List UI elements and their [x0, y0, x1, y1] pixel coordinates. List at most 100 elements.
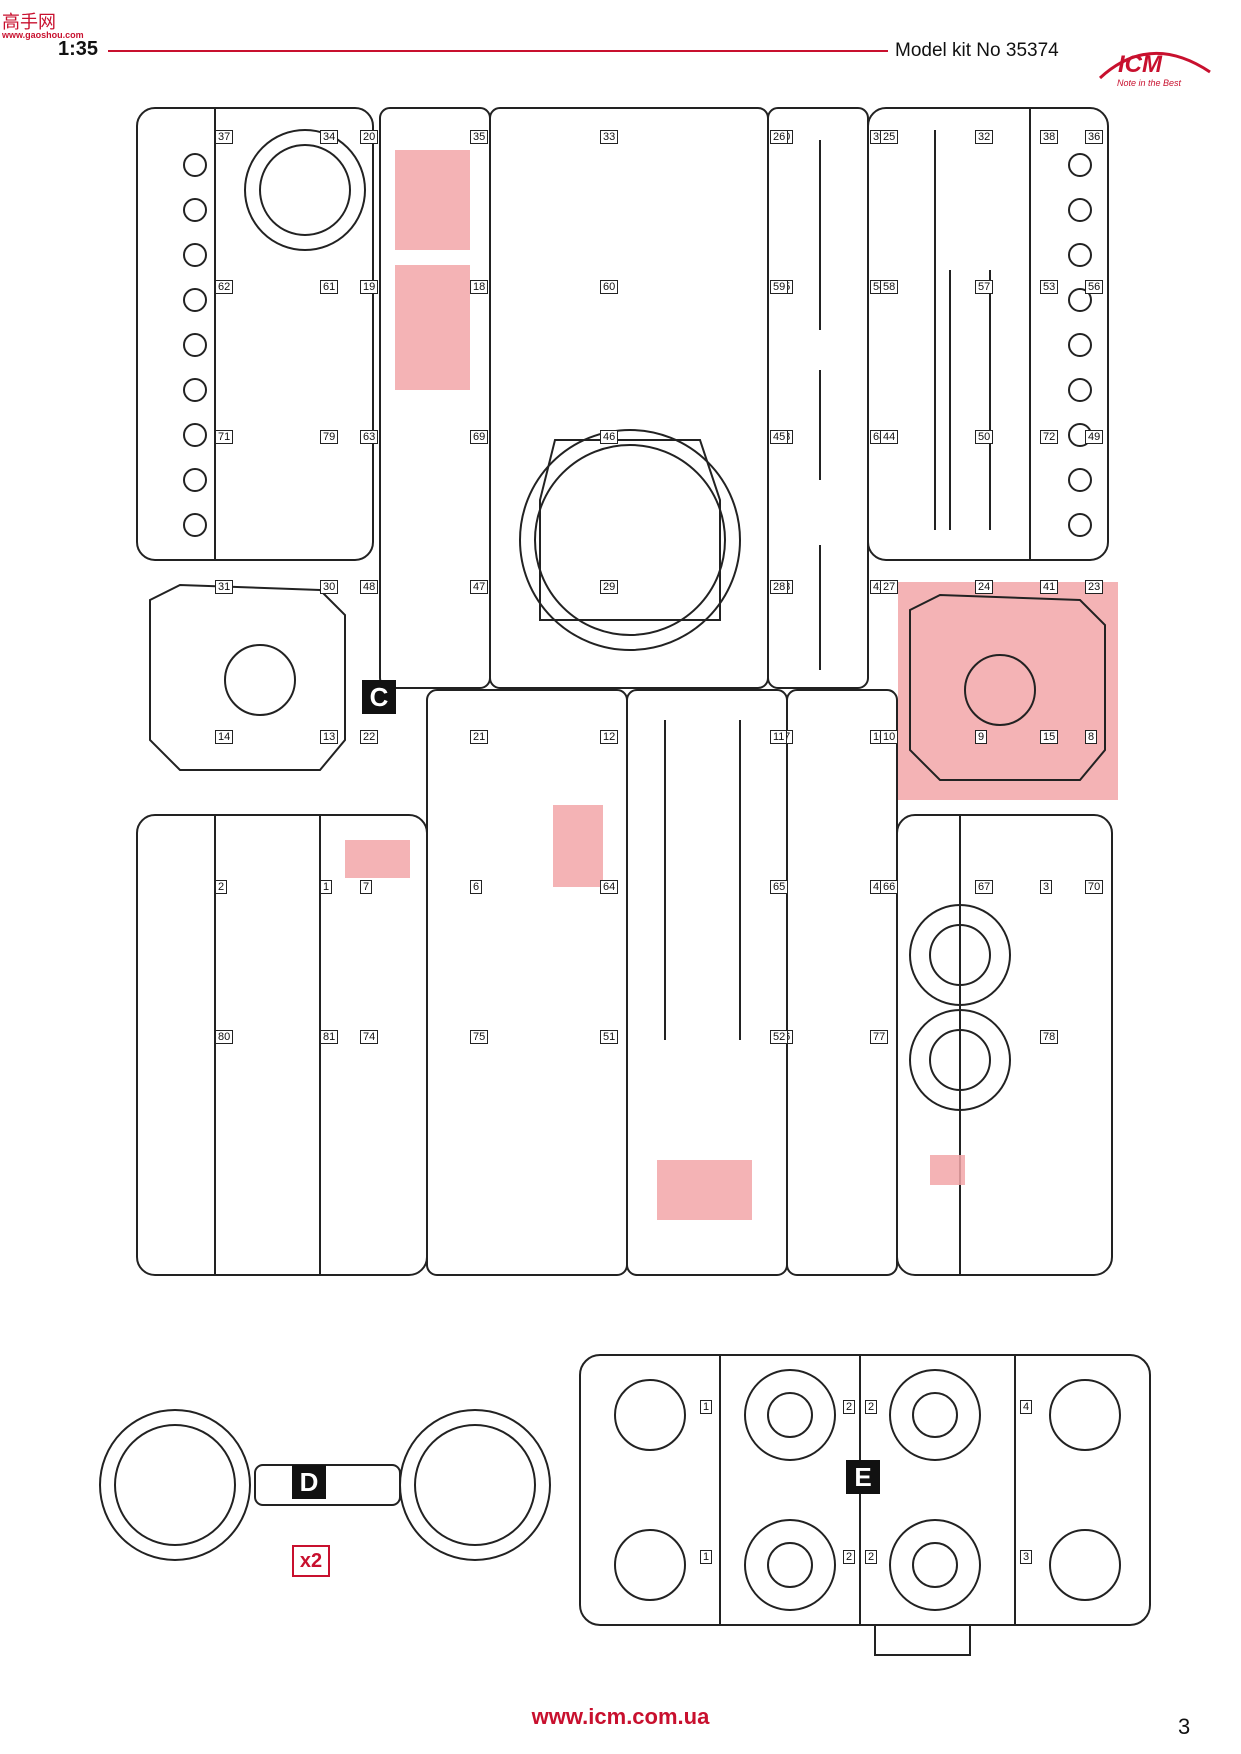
part-number-tag: 60 [600, 280, 619, 294]
part-number-tag: 29 [600, 580, 619, 594]
part-number-tag: 4 [870, 880, 883, 894]
kit-number: Model kit No 35374 [895, 40, 1059, 61]
part-number-tag: 80 [215, 1030, 234, 1044]
part-number-tag: 47 [470, 580, 489, 594]
part-number-tag: 21 [470, 730, 489, 744]
part-number-tag: 34 [320, 130, 339, 144]
sprue-c-frame-g [426, 689, 628, 1276]
part-number-tag: 52 [770, 1030, 789, 1044]
sprue-c-frame-f [136, 814, 428, 1276]
part-number-tag: 37 [215, 130, 234, 144]
part-number-tag: 33 [600, 130, 619, 144]
part-number-tag: 74 [360, 1030, 379, 1044]
part-number-tag: 20 [360, 130, 379, 144]
part-number-tag: 48 [360, 580, 379, 594]
watermark-text: 高手网 [2, 12, 56, 33]
part-number-tag: 1 [700, 1400, 713, 1414]
highlight-part-47 [657, 1160, 752, 1220]
highlight-part-35 [395, 150, 470, 250]
brand-tagline: Note in the Best [1117, 78, 1182, 88]
part-number-tag: 19 [360, 280, 379, 294]
part-number-tag: 46 [600, 430, 619, 444]
part-number-tag: 22 [360, 730, 379, 744]
sprue-c-frame-d [767, 107, 869, 689]
part-number-tag: 44 [880, 430, 899, 444]
footer-url[interactable]: www.icm.com.ua [531, 1704, 710, 1729]
sprue-c-frame-j [896, 814, 1113, 1276]
part-number-tag: 25 [880, 130, 899, 144]
sprue-c-label: C [362, 680, 396, 714]
part-number-tag: 31 [215, 580, 234, 594]
part-number-tag: 57 [975, 280, 994, 294]
part-number-tag: 26 [770, 130, 789, 144]
highlight-part-79 [898, 582, 1118, 800]
highlight-part-34 [395, 265, 470, 390]
part-number-tag: 2 [865, 1400, 878, 1414]
part-number-tag: 32 [975, 130, 994, 144]
part-number-tag: 30 [320, 580, 339, 594]
part-number-tag: 38 [1040, 130, 1059, 144]
part-number-tag: 3 [1020, 1550, 1033, 1564]
highlight-part-17 [345, 840, 410, 878]
part-number-tag: 71 [215, 430, 234, 444]
watermark-icon: 高手网 [2, 12, 56, 33]
part-number-tag: 28 [770, 580, 789, 594]
part-number-tag: 61 [320, 280, 339, 294]
highlight-boxes [345, 150, 1118, 1220]
road-wheels-right [1068, 153, 1092, 537]
sprue-c-frame-a [136, 107, 374, 561]
part-number-tag: 24 [975, 580, 994, 594]
sprue-c-frame-c [489, 107, 769, 689]
part-number-tag: 75 [470, 1030, 489, 1044]
part-number-tag: 9 [975, 730, 988, 744]
highlight-part-45 [553, 805, 603, 887]
part-number-tag: 65 [770, 880, 789, 894]
part-number-tag: 77 [870, 1030, 889, 1044]
part-number-tag: 11 [770, 730, 788, 744]
part-number-tag: 7 [360, 880, 373, 894]
part-number-tag: 2 [843, 1400, 856, 1414]
part-number-tag: 69 [470, 430, 489, 444]
sprue-d-multiplier: x2 [292, 1545, 330, 1577]
part-number-tag: 27 [880, 580, 899, 594]
brand-logo: ICM [1090, 42, 1220, 102]
part-number-tag: 3 [1040, 880, 1053, 894]
part-number-tag: 2 [843, 1550, 856, 1564]
page-number: 3 [1178, 1714, 1191, 1739]
brand-name: ICM [1118, 51, 1163, 78]
sprue-e-label: E [846, 1460, 880, 1494]
part-number-tag: 41 [1040, 580, 1059, 594]
part-number-tag: 12 [600, 730, 619, 744]
part-number-tag: 4 [1020, 1400, 1033, 1414]
watermark-logo: 高手网 [0, 8, 70, 38]
part-number-tag: 18 [470, 280, 489, 294]
scale-label: 1:35 [58, 38, 99, 60]
part-number-tag: 8 [1085, 730, 1098, 744]
part-number-tag: 15 [1040, 730, 1059, 744]
part-number-tag: 23 [1085, 580, 1104, 594]
part-number-tag: 64 [600, 880, 619, 894]
header-rule [108, 50, 888, 52]
part-number-tag: 6 [470, 880, 483, 894]
part-number-tag: 72 [1040, 430, 1059, 444]
part-number-tag: 66 [880, 880, 899, 894]
part-number-tag: 81 [320, 1030, 339, 1044]
part-number-tag: 36 [1085, 130, 1104, 144]
sprue-d-label: D [292, 1465, 326, 1499]
part-number-tag: 53 [1040, 280, 1059, 294]
road-wheels-left [183, 153, 207, 537]
part-number-tag: 59 [770, 280, 789, 294]
part-number-tag: 70 [1085, 880, 1104, 894]
part-number-tag: 35 [470, 130, 489, 144]
sprue-c-frame-i [786, 689, 898, 1276]
part-number-tag: 50 [975, 430, 994, 444]
part-number-tag: 78 [1040, 1030, 1059, 1044]
part-number-tag: 14 [215, 730, 234, 744]
part-number-tag: 79 [320, 430, 339, 444]
part-number-tag: 10 [880, 730, 899, 744]
sprue-c-frame-e [867, 107, 1109, 561]
part-number-tag: 62 [215, 280, 234, 294]
sprue-e-frame [579, 1354, 1151, 1626]
part-number-tag: 67 [975, 880, 994, 894]
